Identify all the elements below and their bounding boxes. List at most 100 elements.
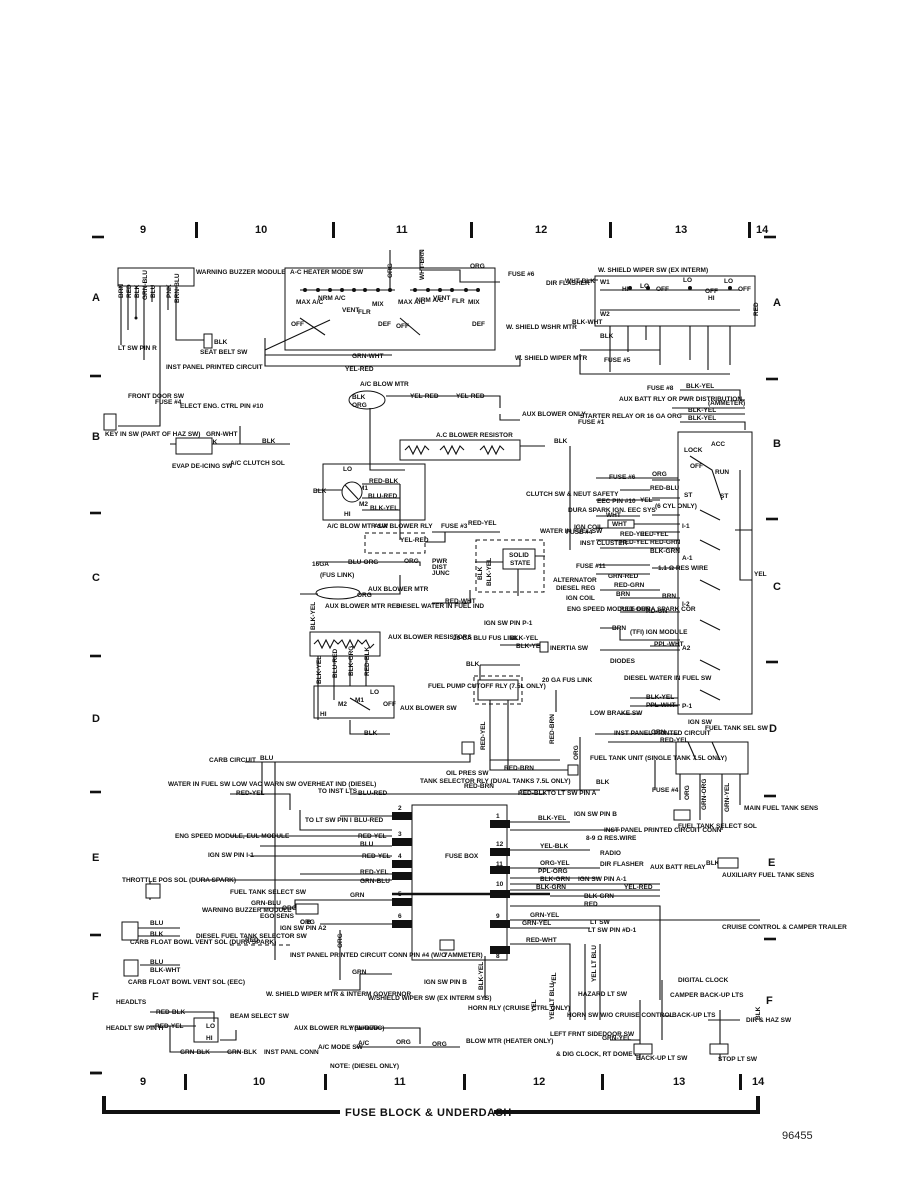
svg-text:OFF: OFF: [738, 286, 751, 293]
svg-text:PPL-ORG: PPL-ORG: [538, 868, 568, 875]
svg-text:HEADLT SW PIN H: HEADLT SW PIN H: [106, 1025, 164, 1032]
svg-text:IGN SW PIN I-1: IGN SW PIN I-1: [208, 852, 254, 859]
svg-text:I-2: I-2: [682, 601, 690, 608]
footer-title: FUSE BLOCK & UNDERDASH: [345, 1107, 512, 1119]
svg-text:FUSE BOX: FUSE BOX: [445, 853, 479, 860]
svg-text:GRN: GRN: [350, 892, 365, 899]
svg-text:RED: RED: [126, 284, 133, 298]
svg-text:A/C CLUTCH SOL: A/C CLUTCH SOL: [230, 460, 285, 467]
svg-text:13: 13: [673, 1076, 685, 1088]
svg-text:BLK-GRN: BLK-GRN: [650, 548, 680, 555]
svg-text:LOW BRAKE SW: LOW BRAKE SW: [590, 710, 643, 717]
svg-text:BRN: BRN: [662, 593, 676, 600]
svg-text:7: 7: [444, 952, 448, 959]
svg-text:HI: HI: [320, 711, 327, 718]
svg-text:RED-BRN: RED-BRN: [464, 783, 494, 790]
svg-text:W/SHIELD WIPER SW (EX INTERM S: W/SHIELD WIPER SW (EX INTERM SYS): [368, 995, 492, 1002]
svg-text:BLK-GRN: BLK-GRN: [540, 876, 570, 883]
svg-text:1.1 Ω RES WIRE: 1.1 Ω RES WIRE: [658, 565, 709, 572]
svg-text:TANK SELECTOR RLY (DUAL TANKS: TANK SELECTOR RLY (DUAL TANKS 7.5L ONLY): [420, 778, 570, 785]
svg-text:WHT-BRN: WHT-BRN: [419, 249, 426, 280]
svg-text:HI: HI: [708, 295, 715, 302]
svg-text:BLK-YEL: BLK-YEL: [510, 635, 538, 642]
svg-text:BACK-UP LT SW: BACK-UP LT SW: [636, 1055, 688, 1062]
right-wiring: INST PANEL PRINTED CIRCUIT CONN 8-9 Ω RE…: [510, 827, 847, 1060]
svg-text:RED-YEL: RED-YEL: [480, 721, 487, 750]
svg-text:RADIO: RADIO: [600, 850, 621, 857]
ac-blower-section: A/C BLOW MTR BLK ORG YEL-RED YEL-RED AUX…: [170, 381, 586, 550]
svg-text:LEFT FRNT SIDEDOOR SW: LEFT FRNT SIDEDOOR SW: [550, 1031, 635, 1038]
svg-text:OFF: OFF: [690, 463, 703, 470]
svg-text:DEF: DEF: [472, 321, 485, 328]
svg-text:A/C BLOW MTR: A/C BLOW MTR: [360, 381, 409, 388]
svg-text:RED-WHT: RED-WHT: [526, 937, 557, 944]
svg-text:CAMPER BACK-UP LTS: CAMPER BACK-UP LTS: [670, 992, 744, 999]
svg-text:BLK: BLK: [150, 931, 164, 938]
svg-text:RED-BRN: RED-BRN: [549, 714, 556, 744]
svg-text:LO: LO: [206, 1023, 215, 1030]
svg-text:OFF: OFF: [656, 286, 669, 293]
svg-text:FUSE #11: FUSE #11: [576, 563, 606, 570]
svg-text:9: 9: [496, 913, 500, 920]
svg-text:BLK: BLK: [596, 779, 610, 786]
svg-text:RED-YEL: RED-YEL: [640, 531, 669, 538]
svg-text:VENT: VENT: [433, 295, 450, 302]
svg-text:AUX BLOWER RLY: AUX BLOWER RLY: [374, 523, 433, 530]
svg-text:GRN-ORG: GRN-ORG: [701, 779, 708, 810]
svg-text:ORG: ORG: [573, 745, 580, 760]
svg-text:NRM A/C: NRM A/C: [416, 297, 444, 304]
svg-text:INST PANL CONN: INST PANL CONN: [264, 1049, 319, 1056]
svg-text:BLK: BLK: [134, 284, 141, 298]
svg-text:BLK-GRN: BLK-GRN: [536, 884, 566, 891]
svg-text:MAX A/C: MAX A/C: [398, 299, 426, 306]
svg-text:20 GA BLU FUS LINK: 20 GA BLU FUS LINK: [453, 635, 519, 642]
solid-state-module: SOLID STATE BLK BLK-YEL DIESEL WATER IN …: [396, 539, 545, 610]
svg-text:1: 1: [496, 813, 500, 820]
svg-text:A-C HEATER MODE SW: A-C HEATER MODE SW: [290, 269, 364, 276]
svg-text:RED-YEL: RED-YEL: [620, 531, 649, 538]
row-label-right: A: [773, 297, 781, 309]
svg-text:RED-BRN: RED-BRN: [504, 765, 534, 772]
svg-text:GRN-YEL: GRN-YEL: [530, 912, 559, 919]
svg-text:YEL-RED: YEL-RED: [400, 537, 429, 544]
svg-text:OFF: OFF: [396, 323, 409, 330]
svg-text:RED-YEL: RED-YEL: [155, 1023, 184, 1030]
svg-text:12: 12: [533, 1076, 545, 1088]
svg-text:DIESEL FUEL TANK SELECTOR SW: DIESEL FUEL TANK SELECTOR SW: [196, 933, 308, 940]
svg-text:BRN: BRN: [118, 284, 125, 298]
svg-text:RED-BLK: RED-BLK: [518, 790, 548, 797]
svg-text:AUX BLOWER RLY (W/O A/C): AUX BLOWER RLY (W/O A/C): [294, 1025, 384, 1032]
svg-text:BLU-RED: BLU-RED: [368, 493, 398, 500]
svg-text:RED-YEL: RED-YEL: [620, 539, 649, 546]
svg-text:GRN: GRN: [352, 969, 367, 976]
svg-text:DIESEL WATER IN FUEL IND: DIESEL WATER IN FUEL IND: [396, 603, 484, 610]
svg-text:GRN-WHT: GRN-WHT: [352, 353, 383, 360]
svg-text:BLU-RED: BLU-RED: [354, 817, 384, 824]
svg-text:ORG: ORG: [396, 1039, 411, 1046]
svg-text:MIX: MIX: [372, 301, 384, 308]
svg-text:STOP LT SW: STOP LT SW: [718, 1056, 758, 1063]
svg-text:BLK: BLK: [706, 860, 720, 867]
svg-text:DIR FLASHER: DIR FLASHER: [546, 280, 590, 287]
svg-text:BLU: BLU: [150, 959, 164, 966]
svg-text:A/C: A/C: [358, 1040, 370, 1047]
svg-text:FUSE #4: FUSE #4: [652, 787, 679, 794]
svg-text:CARB FLOAT BOWL VENT SOL (EEC): CARB FLOAT BOWL VENT SOL (EEC): [128, 979, 245, 986]
svg-text:INERTIA SW: INERTIA SW: [550, 645, 589, 652]
svg-text:TO INST LTS: TO INST LTS: [318, 788, 358, 795]
svg-text:RED-YEL: RED-YEL: [468, 520, 497, 527]
svg-text:ORG: ORG: [470, 263, 485, 270]
svg-text:SOLID: SOLID: [509, 552, 529, 559]
svg-text:ORG: ORG: [652, 471, 667, 478]
svg-text:BLK: BLK: [554, 438, 568, 445]
svg-text:12: 12: [496, 841, 504, 848]
svg-text:BLK-YEL: BLK-YEL: [538, 815, 566, 822]
svg-text:IGN SW PIN A-1: IGN SW PIN A-1: [578, 876, 627, 883]
svg-text:GRN-BLK: GRN-BLK: [180, 1049, 210, 1056]
row-label-left: A: [92, 292, 100, 304]
svg-text:FUSE #5: FUSE #5: [604, 357, 631, 364]
svg-text:RED-GRN: RED-GRN: [614, 582, 645, 589]
svg-text:WATER IN FUEL SW: WATER IN FUEL SW: [540, 528, 603, 535]
svg-text:BLK: BLK: [313, 488, 327, 495]
svg-text:OFF: OFF: [705, 288, 718, 295]
